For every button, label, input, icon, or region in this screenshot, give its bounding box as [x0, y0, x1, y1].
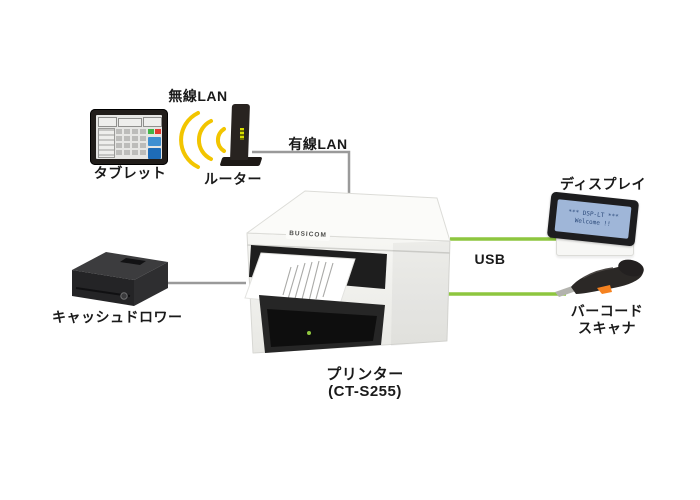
printer-brand-badge: BUSICOM: [285, 227, 331, 242]
printer-device: [243, 183, 457, 367]
barcode-scanner-label: バーコード スキャナ: [565, 303, 649, 337]
barcode-scanner-device: [553, 252, 648, 307]
tablet-keypad: [116, 129, 146, 157]
cash-drawer-device: [70, 246, 170, 310]
wired-lan-cable: [252, 150, 351, 199]
printer-model: (CT-S255): [328, 383, 402, 400]
router-device: [218, 104, 264, 170]
router-led-icon: [240, 128, 244, 140]
printer-name: プリンター: [326, 366, 404, 383]
receipt-print-lines: [282, 260, 334, 304]
display-label: ディスプレイ: [560, 176, 647, 192]
display-lcd-screen: *** DSP-LT *** Welcome !!: [554, 199, 632, 239]
tablet-red-key: [155, 129, 161, 134]
tablet-item-list: [98, 128, 115, 158]
display-device: *** DSP-LT *** Welcome !!: [546, 191, 640, 247]
tablet-device: [90, 109, 168, 165]
tablet-display-box: [98, 117, 117, 127]
scanner-trigger: [597, 285, 612, 294]
wired-lan-label: 有線LAN: [288, 136, 348, 152]
tablet-display-box: [118, 118, 142, 127]
tablet-label: タブレット: [93, 165, 167, 181]
tablet-blue-key: [148, 148, 161, 159]
usb-label: USB: [474, 251, 506, 267]
tablet-blue-key: [148, 137, 161, 146]
tablet-display-box: [143, 117, 162, 127]
router-label: ルーター: [204, 171, 262, 187]
barcode-scanner-label-line2: スキャナ: [578, 320, 636, 336]
printer-led-icon: [307, 331, 311, 335]
cash-drawer-label: キャッシュドロワー: [52, 309, 183, 325]
wireless-lan-label: 無線LAN: [168, 88, 228, 104]
printer-label: プリンター (CT-S255): [300, 366, 430, 400]
wifi-waves-icon: [179, 111, 226, 169]
barcode-scanner-label-line1: バーコード: [570, 303, 644, 319]
tablet-green-key: [148, 129, 154, 134]
tablet-screen: [96, 115, 162, 159]
